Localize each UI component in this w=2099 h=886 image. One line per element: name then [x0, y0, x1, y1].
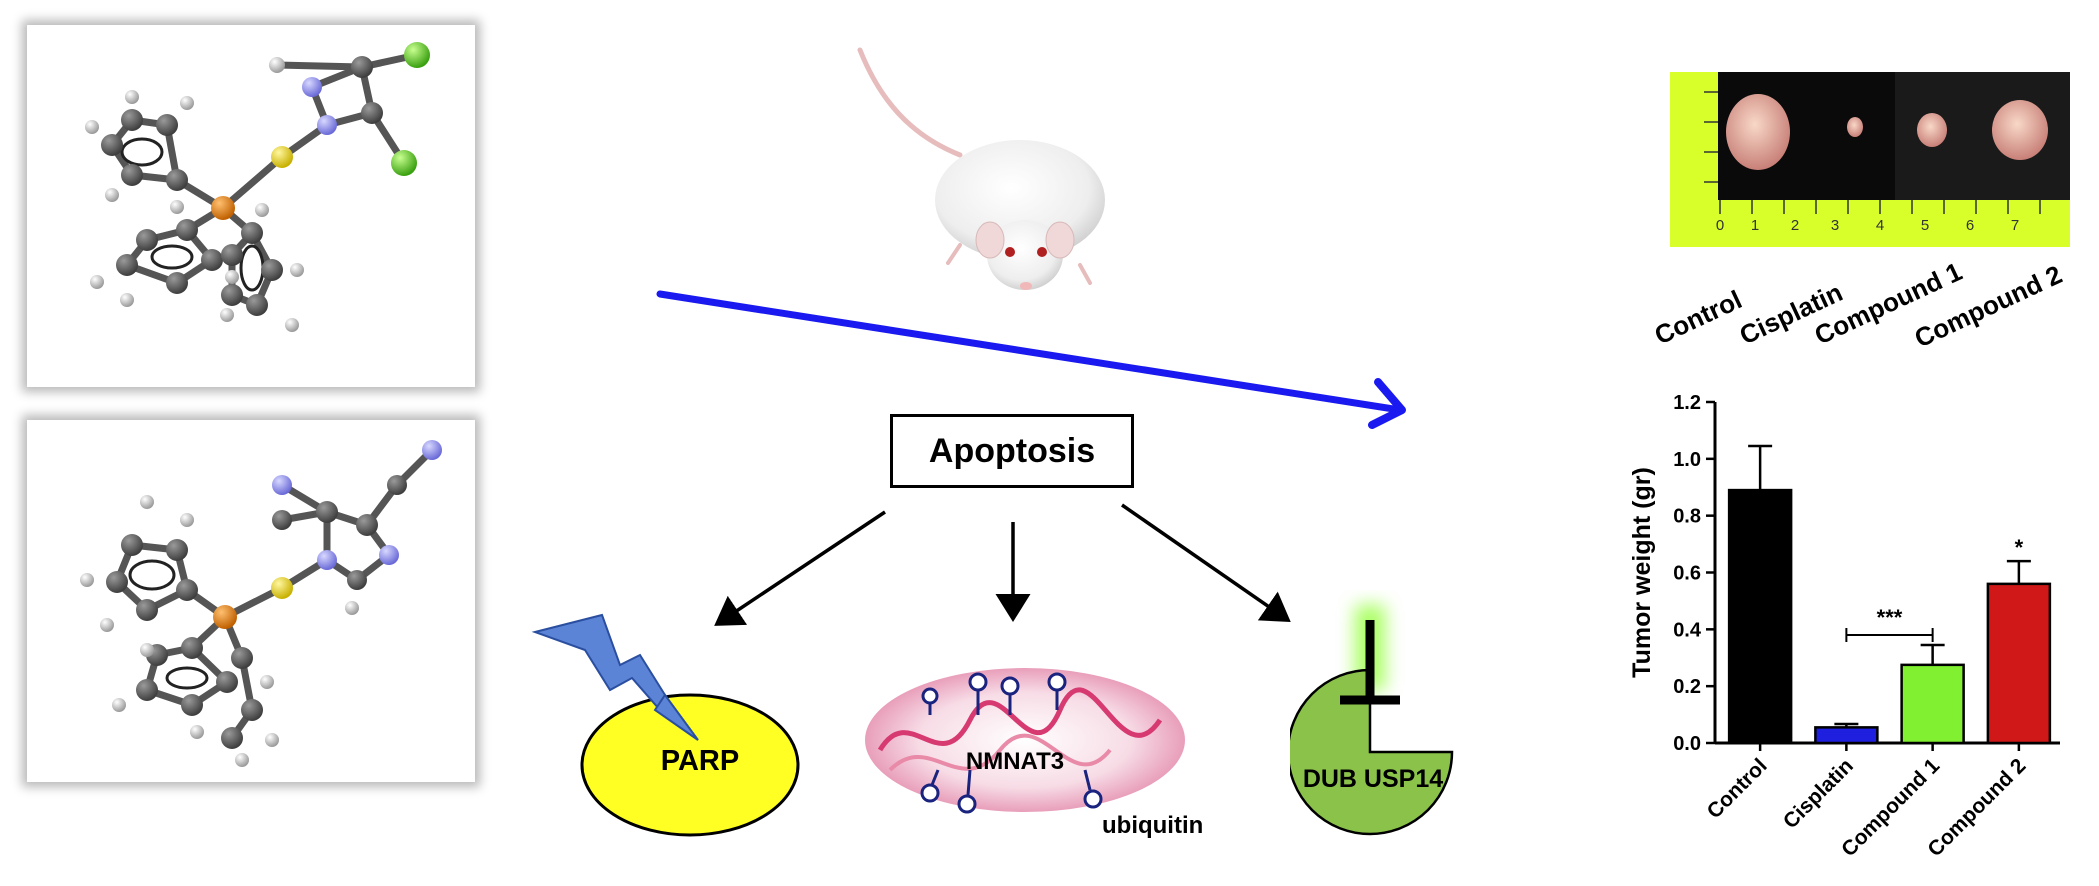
- parp-label: PARP: [660, 745, 740, 777]
- y-tick-label: 0.8: [1673, 506, 1701, 528]
- pacman-shape: [1290, 668, 1454, 836]
- y-tick-label: 1.0: [1673, 449, 1701, 471]
- molecule-structure-1-image: [85, 42, 430, 332]
- bar: [1727, 488, 1793, 745]
- ubiquitin-label: ubiquitin: [1102, 812, 1204, 839]
- molecule-structure-panel-1: [27, 25, 475, 387]
- ruler-number: 7: [2011, 217, 2019, 234]
- ruler-number: 6: [1966, 217, 1974, 234]
- ruler-number: 5: [1921, 217, 1929, 234]
- parp-illustration: [531, 613, 800, 837]
- y-tick-label: 0.0: [1673, 733, 1701, 755]
- bar: [1986, 582, 2052, 745]
- ruler-number: 2: [1791, 217, 1799, 234]
- y-tick-label: 1.2: [1673, 392, 1701, 414]
- ruler-number: 1: [1751, 217, 1759, 234]
- y-tick-label: 0.2: [1673, 676, 1701, 698]
- tumor-group-labels: Control Cisplatin Compound 1 Compound 2: [1650, 256, 2067, 353]
- x-tick-label: Cisplatin: [1779, 754, 1858, 833]
- y-tick-label: 0.6: [1673, 563, 1701, 585]
- mouse-illustration: [857, 47, 1105, 290]
- x-tick-label: Control: [1703, 754, 1772, 823]
- ruler-horizontal: [1670, 200, 2070, 247]
- y-tick-label: 0.4: [1673, 619, 1702, 641]
- dub-usp14-label: DUB USP14: [1302, 765, 1444, 793]
- y-axis-label: Tumor weight (gr): [1628, 467, 1656, 678]
- parp-ellipse: [580, 693, 800, 837]
- molecule-structure-2-image: [80, 440, 442, 767]
- apoptosis-box: Apoptosis: [890, 414, 1134, 488]
- significance-label: ***: [1877, 605, 1903, 630]
- tumor-specimens: 0 1 2 3 4 5 6 7: [1704, 91, 2048, 234]
- ruler-number: 4: [1876, 217, 1884, 234]
- tumor-label-control: Control: [1650, 284, 1746, 350]
- molecule-structure-panel-2: [27, 420, 475, 782]
- mitochondrion-illustration: [865, 668, 1185, 814]
- nmnat3-label: NMNAT3: [965, 748, 1065, 775]
- arrow-to-parp: [714, 510, 886, 626]
- tumor-photo: 0 1 2 3 4 5 6 7: [1670, 72, 2070, 247]
- dub-usp14-illustration: [1290, 605, 1454, 836]
- lightning-bolt-icon: [531, 613, 667, 712]
- bar: [1900, 663, 1965, 745]
- arrow-to-dub: [1121, 503, 1291, 622]
- apoptosis-label: Apoptosis: [928, 431, 1096, 470]
- bar: [1814, 726, 1879, 745]
- ruler-number: 0: [1716, 217, 1724, 234]
- significance-label: *: [2015, 535, 2024, 560]
- ruler-number: 3: [1831, 217, 1839, 234]
